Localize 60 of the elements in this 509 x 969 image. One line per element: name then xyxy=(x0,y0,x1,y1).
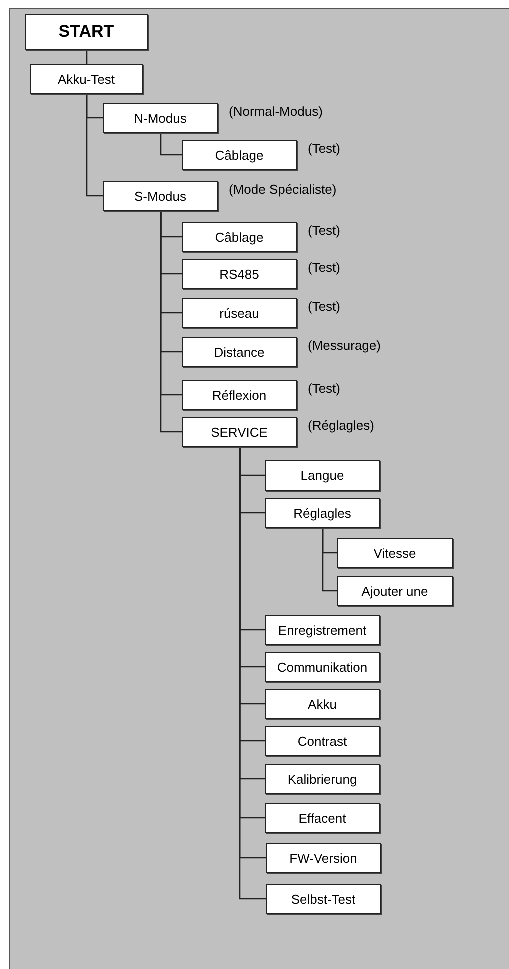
menu-box xyxy=(337,538,453,568)
connector-line xyxy=(160,133,182,156)
menu-label: Kalibrierung xyxy=(288,772,358,786)
note-text: (Test) xyxy=(308,381,340,396)
menu-box xyxy=(103,181,218,211)
menu-label: Communikation xyxy=(277,660,368,674)
menu-label: FW-Version xyxy=(290,850,358,866)
menu-box xyxy=(182,259,297,289)
note-text: (Messurage) xyxy=(308,338,381,353)
menu-label: Akku xyxy=(308,696,337,712)
note-text: (Test) xyxy=(308,223,340,238)
note-text: (Réglagles) xyxy=(308,418,374,433)
note-text: (Normal-Modus) xyxy=(229,104,323,119)
menu-label: N-Modus xyxy=(134,110,187,126)
menu-box xyxy=(337,576,453,606)
connector-line xyxy=(86,94,103,197)
menu-label: Câblage xyxy=(215,230,264,244)
menu-label: Vitesse xyxy=(374,546,416,560)
menu-label: Contrast xyxy=(298,734,348,748)
menu-box xyxy=(182,140,297,170)
menu-box xyxy=(182,298,297,328)
connector-line xyxy=(86,50,88,64)
menu-box xyxy=(265,689,380,719)
menu-box xyxy=(265,615,380,645)
menu-box xyxy=(182,380,297,410)
menu-label: Câblage xyxy=(215,148,264,162)
menu-label: Réflexion xyxy=(212,388,267,402)
menu-label: RS485 xyxy=(220,266,260,282)
connector-line xyxy=(160,211,182,433)
menu-label: START xyxy=(58,22,114,42)
menu-box xyxy=(265,498,380,528)
note-text: (Mode Spécialiste) xyxy=(229,182,337,197)
menu-box xyxy=(265,803,380,833)
menu-box xyxy=(182,337,297,367)
menu-label: Langue xyxy=(300,468,344,483)
note-text: (Test) xyxy=(308,260,340,275)
note-text: (Test) xyxy=(308,299,340,314)
menu-box xyxy=(266,843,381,873)
menu-box xyxy=(103,103,218,133)
menu-box xyxy=(265,764,380,794)
menu-label: SERVICE xyxy=(211,424,268,440)
menu-label: S-Modus xyxy=(134,188,187,204)
menu-box xyxy=(182,222,297,252)
menu-label: Réglagles xyxy=(294,506,352,520)
menu-box xyxy=(182,417,297,447)
start-box xyxy=(25,14,148,50)
menu-box xyxy=(30,64,143,94)
menu-label: Enregistrement xyxy=(278,622,367,638)
menu-box xyxy=(265,652,380,682)
menu-label: rúseau xyxy=(220,306,260,320)
menu-label: Selbst-Test xyxy=(291,892,356,906)
menu-label: Akku-Test xyxy=(58,72,116,86)
menu-label: Ajouter une xyxy=(362,584,428,598)
menu-label: Effacent xyxy=(298,810,346,826)
menu-box xyxy=(265,460,380,491)
menu-box xyxy=(266,884,381,914)
menu-box xyxy=(265,726,380,756)
note-text: (Test) xyxy=(308,141,340,156)
menu-label: Distance xyxy=(214,344,265,360)
connector-line xyxy=(322,528,337,592)
